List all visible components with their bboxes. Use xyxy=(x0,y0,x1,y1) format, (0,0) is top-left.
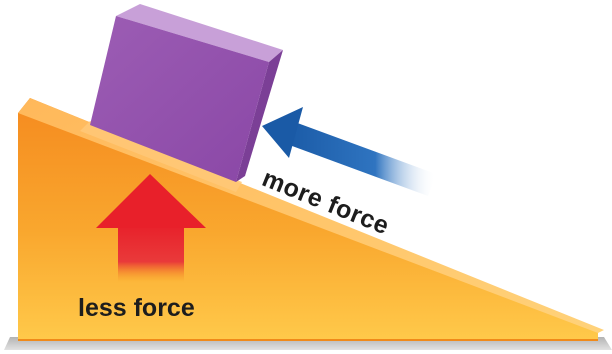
blue-arrow-head xyxy=(262,107,303,158)
less-force-label: less force xyxy=(78,294,195,322)
box-icon xyxy=(90,4,283,182)
arrow-left-icon xyxy=(262,107,436,196)
red-arrow-body xyxy=(118,224,184,282)
blue-arrow-body xyxy=(284,121,436,196)
block-front-face xyxy=(90,16,269,182)
block-top-face xyxy=(116,4,283,62)
red-arrow-head xyxy=(96,174,206,228)
block-contact-patch xyxy=(80,121,242,192)
block-side-face xyxy=(236,50,283,182)
arrow-up-icon xyxy=(96,174,206,282)
